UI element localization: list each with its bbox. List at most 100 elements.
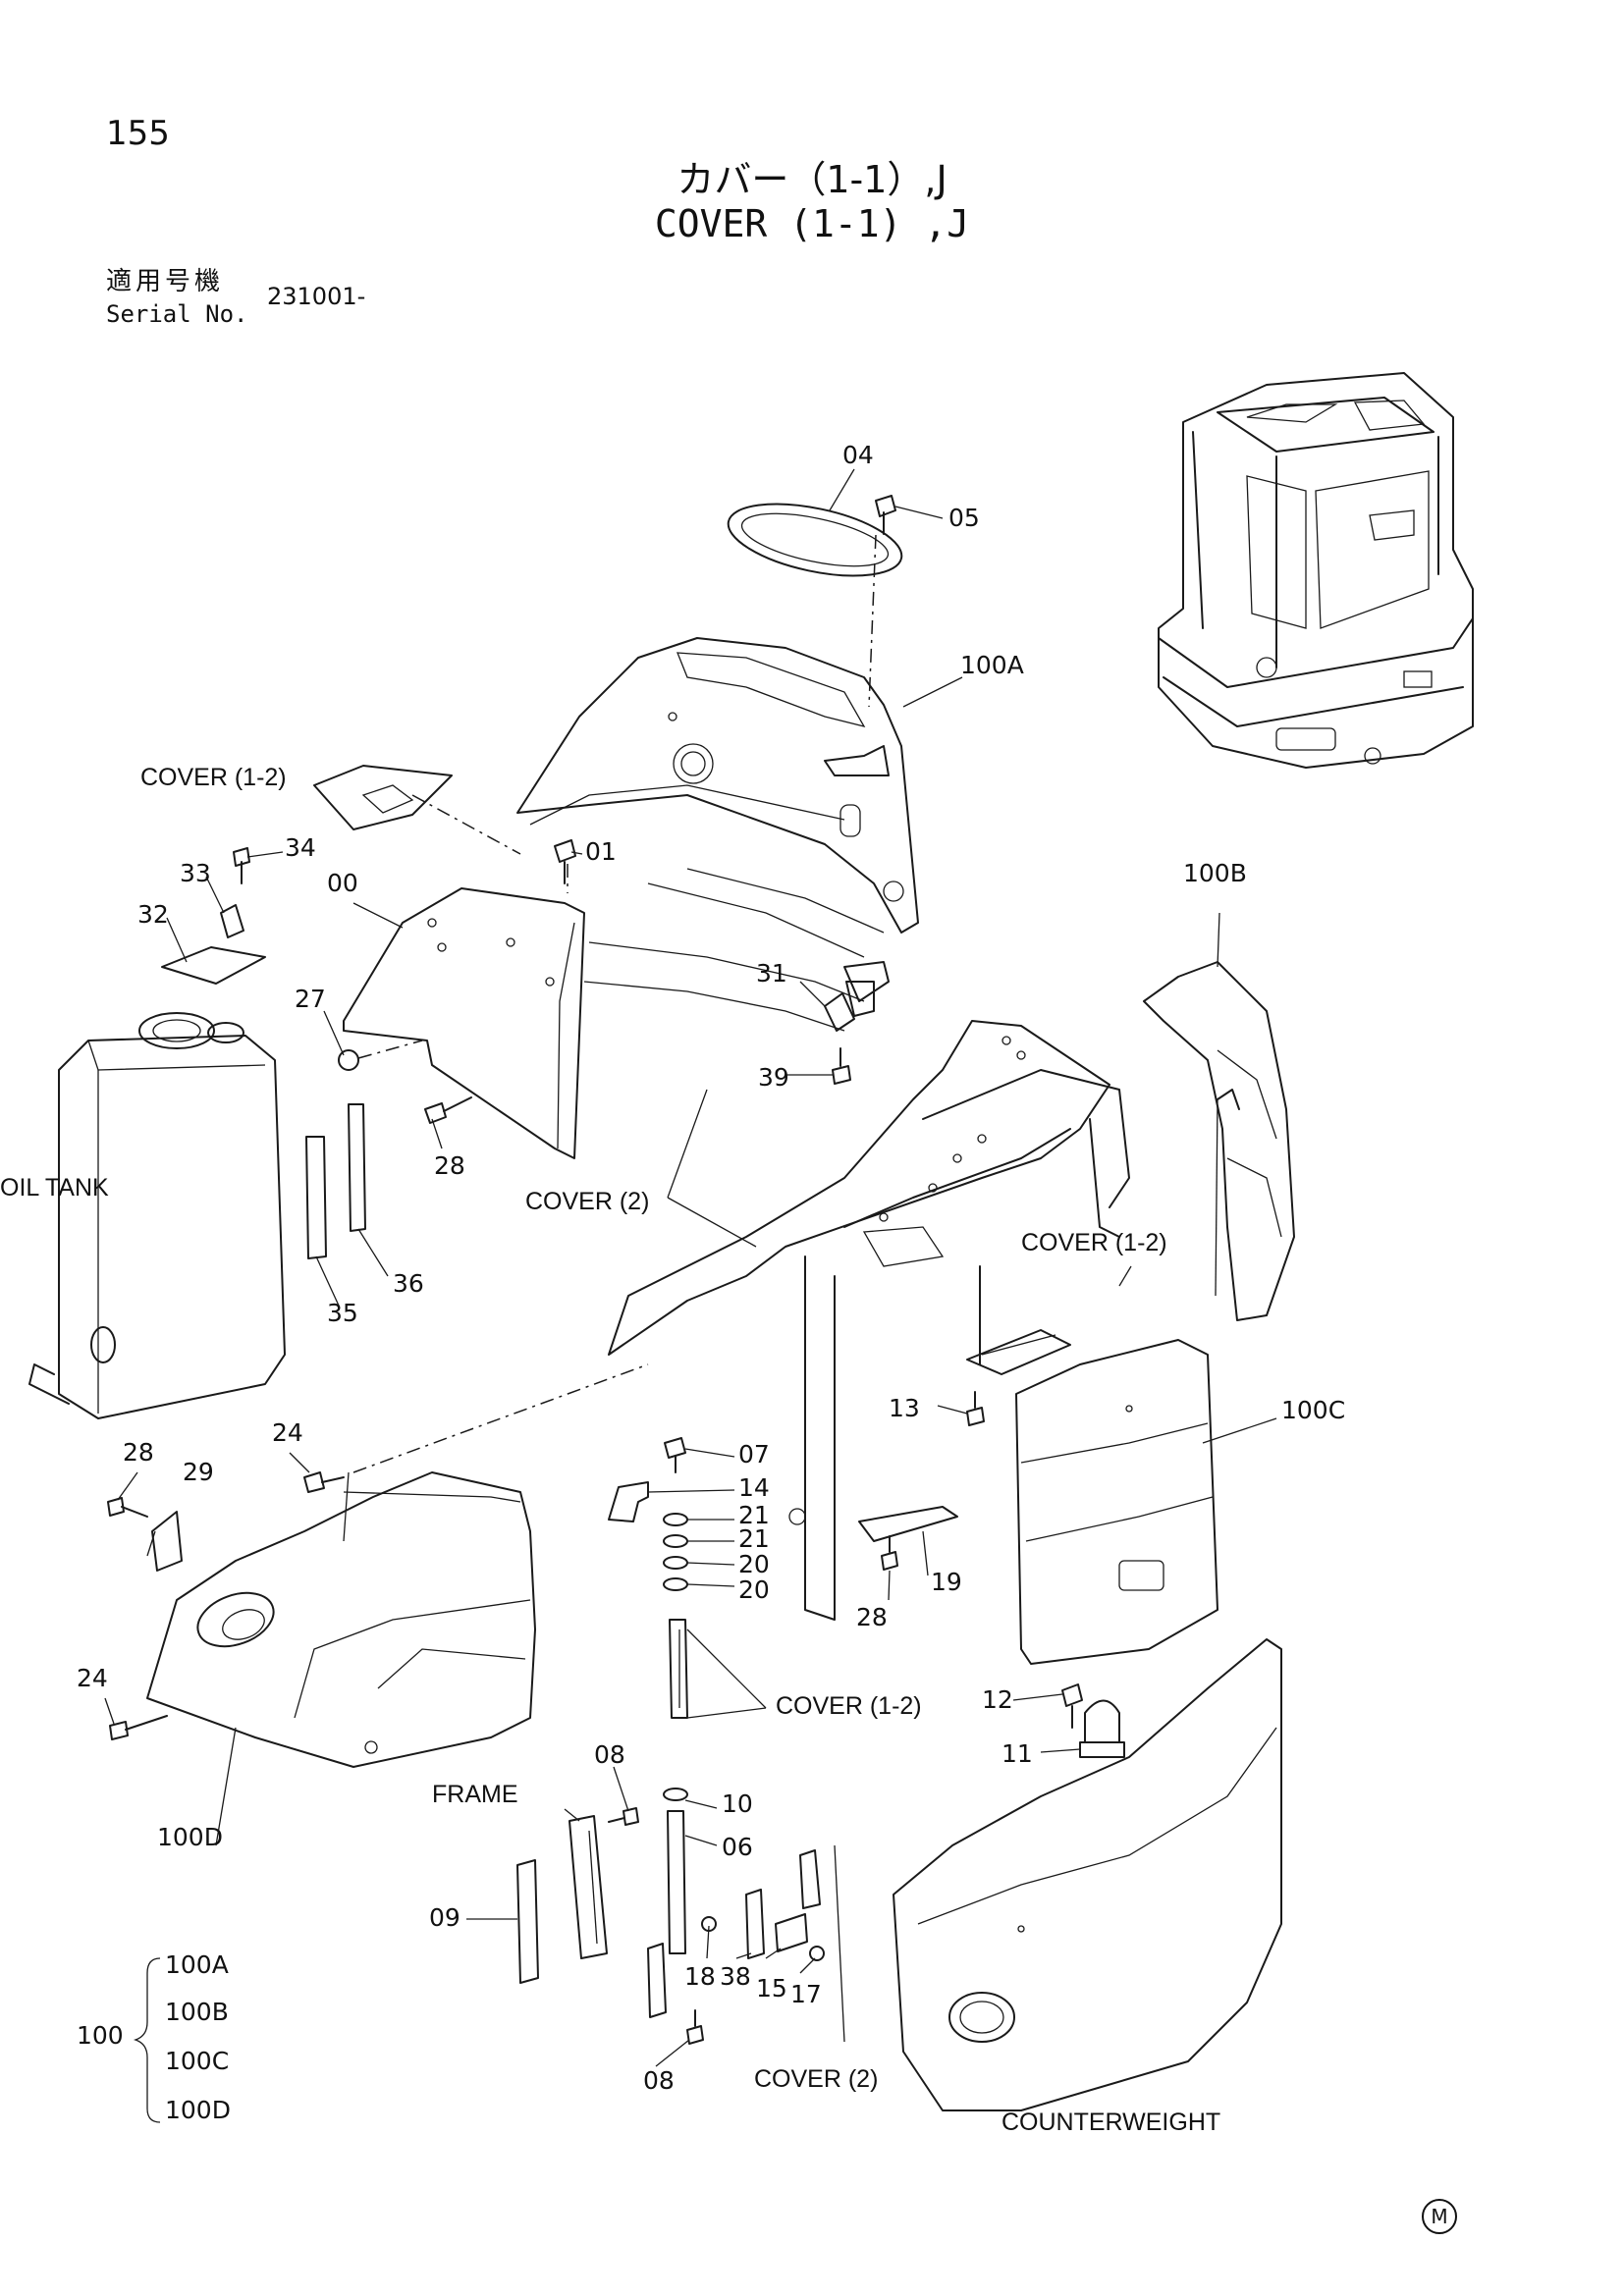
part-28-bolt [424, 1096, 472, 1124]
cover-100a [516, 637, 919, 934]
part-12-bolt [1061, 1683, 1083, 1729]
part-14-bracket [608, 1481, 649, 1522]
hinge-assembly [966, 1265, 1071, 1375]
label-part-28-c: 28 [856, 1603, 888, 1631]
label-part-10: 10 [722, 1789, 753, 1818]
part-27-nut [338, 1049, 359, 1071]
part-13-bolt [966, 1391, 985, 1426]
part-36-pad [348, 1103, 366, 1232]
cover-2-panel [583, 868, 890, 1032]
label-part-08-b: 08 [643, 2066, 675, 2095]
label-part-21-b: 21 [738, 1524, 770, 1553]
part-35-pad [305, 1136, 327, 1259]
frame-bracket [568, 1815, 608, 1959]
label-part-100b: 100B [1183, 859, 1247, 887]
cover-100b [1143, 961, 1295, 1321]
ref-cover-1-2-b: COVER (1-2) [1021, 1229, 1167, 1256]
part-33-clamp [220, 904, 244, 938]
page-title-japanese: カバー（1-1）,J [677, 158, 947, 201]
label-part-100c: 100C [1281, 1396, 1345, 1424]
label-part-31: 31 [756, 959, 787, 988]
group-child-100d: 100D [165, 2096, 231, 2124]
label-part-09: 09 [429, 1903, 460, 1932]
label-part-20-a: 20 [738, 1550, 770, 1578]
part-00-plate [343, 887, 585, 1159]
part-21-washer-a [663, 1513, 688, 1526]
part-24-bolt-top [303, 1471, 345, 1493]
part-04-gasket [727, 503, 903, 577]
label-part-08-a: 08 [594, 1740, 625, 1769]
label-part-24-b: 24 [77, 1664, 108, 1692]
m-circle-mark: M [1422, 2199, 1457, 2234]
label-part-38: 38 [720, 1962, 751, 1991]
label-part-11: 11 [1001, 1739, 1033, 1768]
label-part-04: 04 [842, 441, 874, 469]
parts-18-38-15-17-hinge [701, 1844, 845, 2043]
part-28-bolt-center [881, 1535, 898, 1571]
label-part-06: 06 [722, 1833, 753, 1861]
label-part-100a: 100A [960, 651, 1024, 679]
page-title-english: COVER (1-1) ,J [654, 202, 970, 245]
label-part-20-b: 20 [738, 1575, 770, 1604]
label-part-01: 01 [585, 837, 617, 866]
label-part-39: 39 [758, 1063, 789, 1092]
reference-labels: COVER (1-2) COVER (1-2) COVER (1-2) COVE… [0, 764, 1220, 2136]
ref-cover-1-2-c: COVER (1-2) [776, 1692, 922, 1720]
lower-bracket [647, 1943, 667, 2018]
part-32-bracket [161, 946, 266, 985]
cover-1-2-plate [313, 765, 453, 830]
part-08-bolt-lower [686, 2009, 704, 2045]
label-part-28-b: 28 [123, 1438, 154, 1467]
label-part-24-a: 24 [272, 1418, 303, 1447]
group-child-100b: 100B [165, 1998, 229, 2026]
hinge-pin-upper [669, 1619, 688, 1719]
part-31-clip [824, 992, 855, 1032]
part-28-bolt-left [107, 1497, 148, 1518]
label-part-34: 34 [285, 833, 316, 862]
ref-cover-1-2-a: COVER (1-2) [140, 764, 287, 791]
part-24-bolt-bottom [109, 1715, 168, 1740]
part-06-pin [667, 1810, 686, 1954]
ref-frame: FRAME [432, 1781, 518, 1808]
label-part-17: 17 [790, 1980, 822, 2008]
ref-cover-2-b: COVER (2) [754, 2065, 878, 2093]
part-09-plate [516, 1859, 539, 1984]
label-part-18: 18 [684, 1962, 716, 1991]
label-part-05: 05 [948, 504, 980, 532]
part-29-bracket [151, 1511, 183, 1572]
counterweight [893, 1638, 1282, 2111]
part-34-bolt [233, 847, 250, 884]
ref-cover-2-a: COVER (2) [525, 1188, 649, 1215]
part-labels: 04 05 100A 01 34 33 00 32 27 28 31 39 10… [77, 441, 1345, 2095]
part-20-washer-a [663, 1556, 688, 1570]
frame-structure [608, 1020, 1130, 1621]
serial-label-japanese: 適用号機 [106, 267, 225, 296]
serial-label-english: Serial No. [106, 300, 248, 328]
ref-counterweight: COUNTERWEIGHT [1001, 2109, 1220, 2136]
leader-lines [104, 468, 1277, 2067]
group-parent-label: 100 [77, 2021, 124, 2050]
group-child-100a: 100A [165, 1950, 229, 1979]
part-20-washer-b [663, 1577, 688, 1591]
group-child-100c: 100C [165, 2047, 229, 2075]
label-part-13: 13 [889, 1394, 920, 1422]
part-21-washer-b [663, 1534, 688, 1548]
ref-oil-tank: OIL TANK [0, 1174, 109, 1201]
label-part-14: 14 [738, 1473, 770, 1502]
group-legend: 100 100A 100B 100C 100D [77, 1950, 231, 2124]
excavator-cab-illustration [1158, 372, 1474, 769]
oil-tank [28, 1012, 286, 1419]
label-part-29: 29 [183, 1458, 214, 1486]
label-part-28-a: 28 [434, 1151, 465, 1180]
part-11-shackle [1079, 1699, 1125, 1758]
part-08-bolt-upper [608, 1807, 639, 1826]
part-39-bolt [832, 1047, 851, 1085]
label-part-35: 35 [327, 1299, 358, 1327]
label-part-19: 19 [931, 1568, 962, 1596]
label-part-15: 15 [756, 1974, 787, 2002]
page-number: 155 [106, 114, 170, 153]
label-part-33: 33 [180, 859, 211, 887]
part-19-bracket [858, 1506, 958, 1542]
part-07-bolt [664, 1437, 686, 1473]
